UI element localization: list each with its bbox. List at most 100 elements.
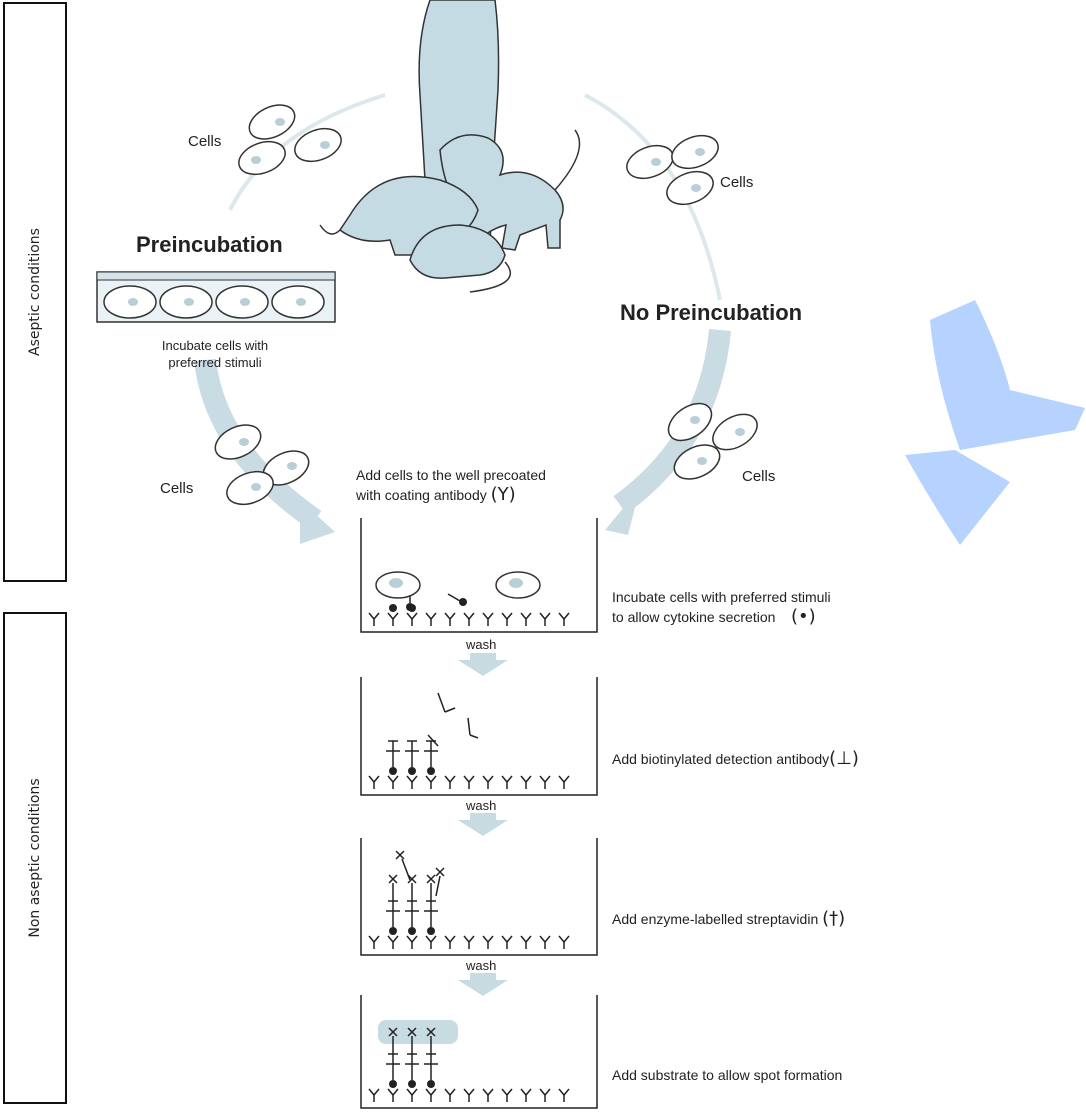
cells-label-top-right: Cells — [720, 174, 754, 191]
coating-antibody — [520, 935, 527, 943]
streptavidin — [401, 858, 411, 881]
preincubation-instructions-line1: Incubate cells with — [161, 338, 269, 353]
coating-antibody — [449, 612, 456, 620]
coating-antibody — [373, 612, 380, 620]
add-cells-step-line2-row: with coating antibody (Y) — [356, 485, 546, 505]
wash-arrows — [458, 653, 508, 996]
coating-antibody — [449, 775, 456, 783]
streptavidin-step-row: Add enzyme-labelled streptavidin (†) — [612, 908, 845, 929]
coating-antibody — [444, 1088, 451, 1096]
no-preincubation-title: No Preincubation — [620, 300, 803, 325]
cytokine — [408, 767, 416, 775]
detection-antibody — [437, 692, 446, 713]
detection-antibody — [469, 734, 479, 739]
coating-antibody — [373, 1088, 380, 1096]
incubate-step-line1: Incubate cells with preferred stimuli — [612, 589, 831, 605]
coating-antibody — [506, 935, 513, 943]
coating-antibody — [392, 935, 399, 943]
coating-antibody — [430, 612, 437, 620]
coating-antibody-icon: (Y) — [490, 484, 516, 505]
enzyme-label — [388, 874, 398, 884]
cells-cluster-mid-left-icon — [214, 424, 310, 506]
wash-label-2: wash — [466, 798, 497, 813]
coating-antibody — [558, 1088, 565, 1096]
non-aseptic-conditions-box: Non aseptic conditions — [3, 612, 67, 1104]
coating-antibody — [468, 775, 475, 783]
coating-antibody — [525, 612, 532, 620]
coating-antibody — [558, 612, 565, 620]
cytokine — [389, 767, 397, 775]
coating-antibody — [539, 935, 546, 943]
coating-antibody — [482, 775, 489, 783]
enzyme-label — [426, 1027, 436, 1037]
coating-antibody — [501, 935, 508, 943]
cytokine — [427, 767, 435, 775]
cytokine — [427, 1080, 435, 1088]
coating-antibody — [501, 775, 508, 783]
coating-antibody — [468, 1088, 475, 1096]
coating-antibody — [444, 612, 451, 620]
wash-label-3: wash — [466, 958, 497, 973]
coating-antibody — [463, 935, 470, 943]
coating-antibody — [468, 612, 475, 620]
substrate-step: Add substrate to allow spot formation — [612, 1067, 843, 1083]
coating-antibody — [487, 935, 494, 943]
coating-antibody — [444, 775, 451, 783]
wash-label-1: wash — [466, 637, 497, 652]
coating-antibody — [449, 935, 456, 943]
coating-antibody — [425, 1088, 432, 1096]
cytokine — [447, 593, 461, 602]
coating-antibody — [520, 612, 527, 620]
coating-antibody — [425, 935, 432, 943]
coating-antibody — [387, 612, 394, 620]
well-1 — [360, 518, 598, 633]
wells — [360, 518, 598, 1109]
enzyme-label — [426, 874, 436, 884]
cytokine-icon: (•) — [790, 606, 816, 627]
cells-label-top-left: Cells — [188, 133, 222, 150]
coating-antibody — [425, 775, 432, 783]
coating-antibody — [411, 935, 418, 943]
coating-antibody — [525, 1088, 532, 1096]
coating-antibody — [411, 775, 418, 783]
cytokine — [427, 927, 435, 935]
coating-antibody — [544, 1088, 551, 1096]
coating-antibody — [558, 935, 565, 943]
cytokine — [389, 927, 397, 935]
well-1-cells-icon — [375, 571, 541, 599]
coating-antibody — [544, 935, 551, 943]
coating-antibody — [392, 612, 399, 620]
coating-antibody — [368, 612, 375, 620]
enzyme-label — [435, 867, 445, 877]
preincubation-instructions: Incubate cells with preferred stimuli — [125, 337, 305, 371]
detection-step: Add biotinylated detection antibody — [612, 751, 830, 767]
enzyme-label — [407, 874, 417, 884]
coating-antibody — [558, 775, 565, 783]
cells-cluster-top-right-icon — [626, 134, 719, 206]
cytokine — [459, 598, 467, 606]
coating-antibody — [444, 935, 451, 943]
coating-antibody — [387, 935, 394, 943]
coating-antibody — [411, 1088, 418, 1096]
coating-antibody — [544, 775, 551, 783]
coating-antibody — [487, 775, 494, 783]
coating-antibody — [506, 775, 513, 783]
decorative-logo-icon — [905, 300, 1085, 545]
coating-antibody — [544, 612, 551, 620]
coating-antibody — [482, 935, 489, 943]
enzyme-label — [388, 1027, 398, 1037]
well-2 — [360, 677, 598, 796]
species-silhouettes-icon — [319, 0, 581, 293]
well-4 — [360, 995, 598, 1109]
coating-antibody — [425, 612, 432, 620]
coating-antibody — [449, 1088, 456, 1096]
well-3 — [360, 838, 598, 956]
antibody-layer — [368, 593, 570, 1102]
coating-antibody — [482, 612, 489, 620]
coating-antibody — [373, 935, 380, 943]
streptavidin-icon: (†) — [822, 908, 846, 929]
coating-antibody — [539, 1088, 546, 1096]
coating-antibody — [563, 612, 570, 620]
coating-antibody — [392, 1088, 399, 1096]
